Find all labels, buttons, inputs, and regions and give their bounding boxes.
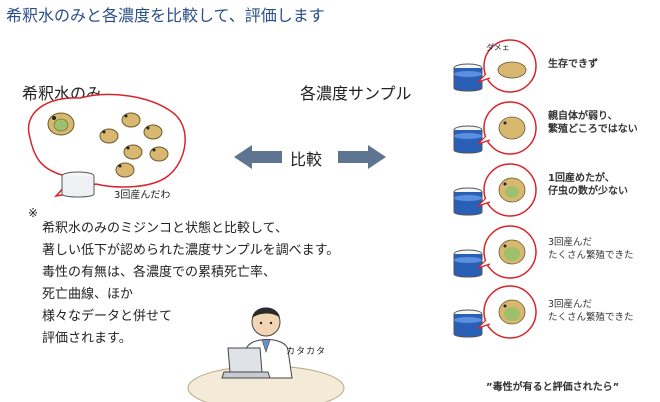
sample-bubble	[477, 101, 537, 155]
sample-bubble	[477, 285, 537, 339]
beaker-icon	[453, 309, 483, 338]
sample-line: 繁殖どころではない	[548, 124, 638, 135]
sample-text: 1回産めたが、 仔虫の数が少ない	[548, 172, 628, 198]
description-line: 希釈水のみのミジンコと状態と比較して、	[42, 221, 288, 236]
compare-label: 比較	[290, 150, 323, 169]
beaker-icon	[453, 187, 483, 216]
page-title: 希釈水のみと各濃度を比較して、評価します	[6, 6, 325, 25]
right-label: 各濃度サンプル	[300, 84, 412, 103]
description-line: 様々なデータと併せて	[42, 309, 173, 324]
daphnia-icon	[121, 112, 141, 128]
sample-line: 1回産めたが、	[548, 173, 615, 184]
sample-line: たくさん繁殖できた	[548, 250, 634, 261]
sample-line: 生存できず	[548, 59, 598, 70]
laptop-icon	[221, 347, 271, 379]
daphnia-icon	[149, 146, 169, 162]
daphnia-icon	[99, 128, 119, 144]
beaker-icon	[453, 63, 483, 92]
sample-bubble	[477, 225, 537, 279]
beaker-icon	[61, 171, 95, 198]
daphnia-icon	[143, 124, 163, 140]
arrow-left-icon	[234, 145, 282, 169]
sample-text: 親自体が弱り、 繁殖どころではない	[548, 110, 638, 136]
description: 希釈水のみのミジンコと状態と比較して、 著しい低下が認められた濃度サンプルを調べ…	[42, 218, 339, 350]
bottom-note: ”毒性が有ると評価されたら”	[486, 382, 620, 393]
sample-text: 3回産んだ たくさん繁殖できた	[548, 298, 634, 324]
daphnia-icon	[47, 112, 75, 136]
sample-line: 親自体が弱り、	[548, 111, 618, 122]
daphnia-icon	[123, 144, 143, 160]
description-line: 評価されます。	[42, 331, 132, 346]
beaker-icon	[453, 125, 483, 154]
description-line: 著しい低下が認められた濃度サンプルを調べます。	[42, 243, 340, 258]
sample-bubble	[477, 163, 537, 217]
beaker-icon	[453, 249, 483, 278]
daphnia-icon	[115, 162, 135, 178]
description-line: 死亡曲線、ほか	[42, 287, 134, 302]
sample-exclaim: ダメェ	[486, 43, 510, 52]
left-caption: 3回産んだわ	[114, 190, 171, 201]
sample-line: たくさん繁殖できた	[548, 312, 634, 323]
sample-text: 3回産んだ たくさん繁殖できた	[548, 236, 634, 262]
arrow-right-icon	[338, 145, 386, 169]
note-mark: ※	[28, 206, 39, 220]
typing-text: カタカタ	[286, 347, 327, 357]
description-line: 毒性の有無は、各濃度での累積死亡率、	[42, 265, 277, 280]
sample-line: 仔虫の数が少ない	[548, 186, 628, 197]
sample-text: 生存できず	[548, 58, 598, 71]
sample-line: 3回産んだ	[548, 237, 593, 248]
sample-line: 3回産んだ	[548, 299, 593, 310]
sample-bubble	[477, 39, 537, 93]
